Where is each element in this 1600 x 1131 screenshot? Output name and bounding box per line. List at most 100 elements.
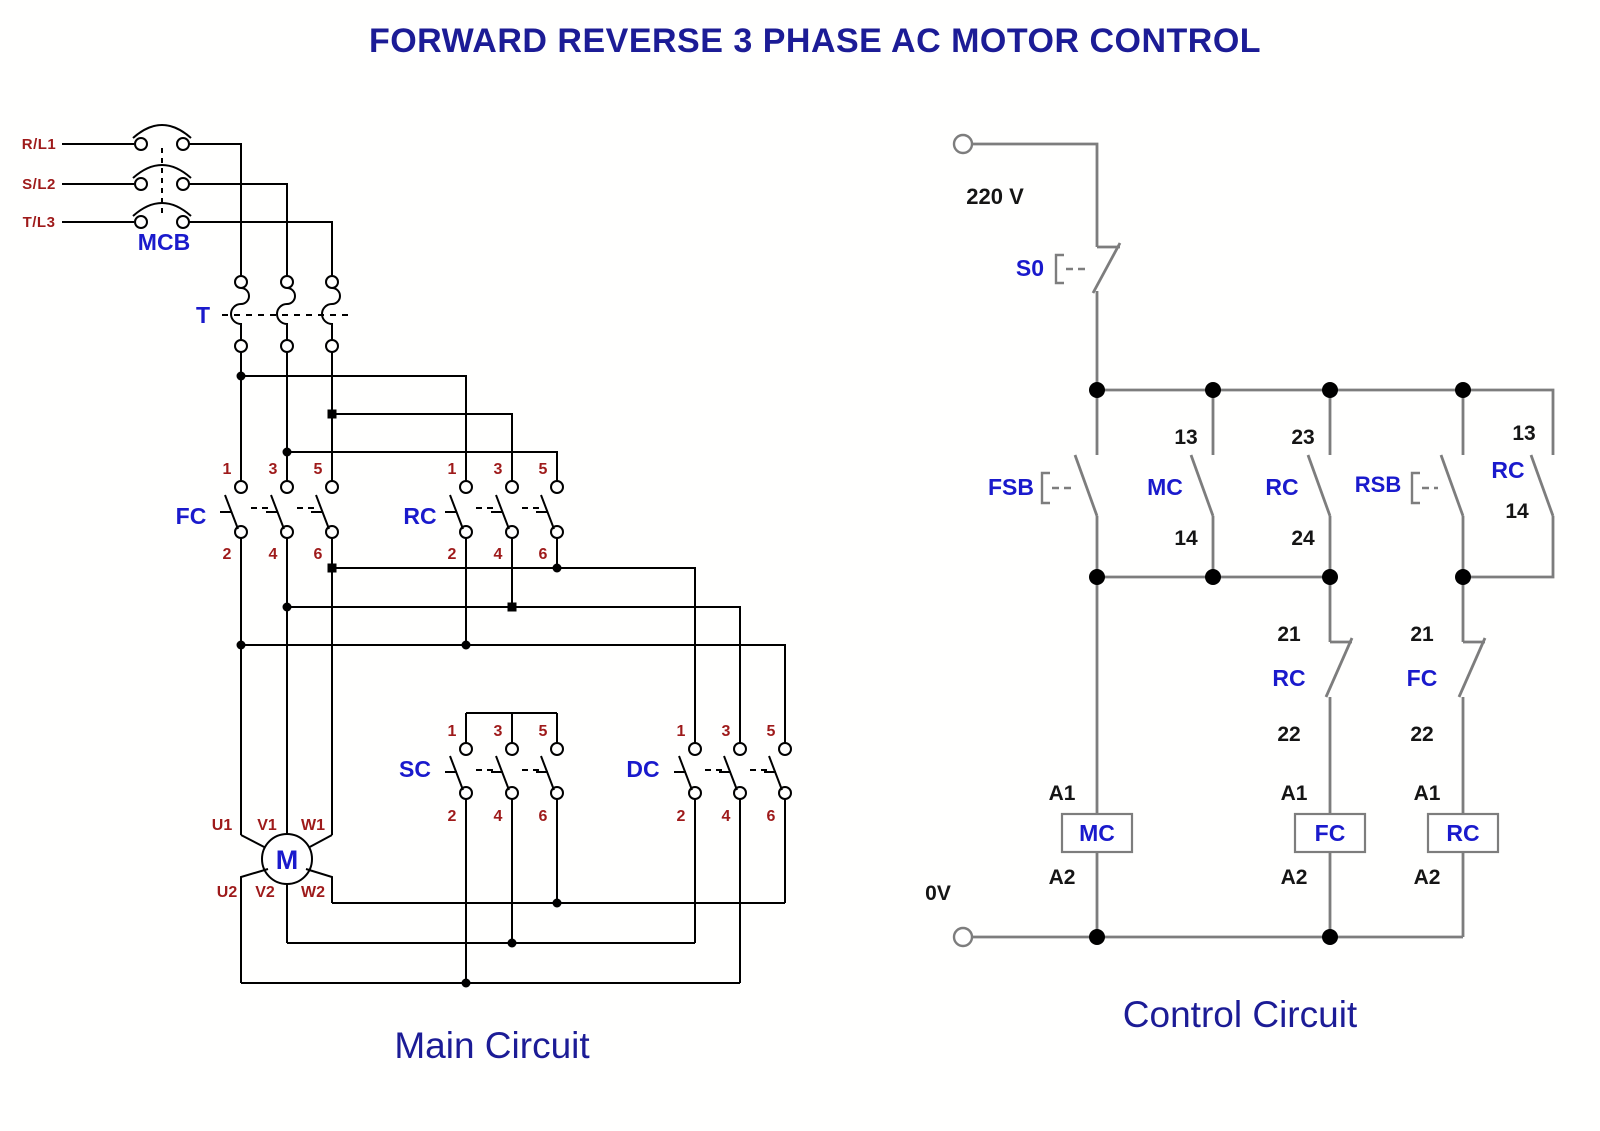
rc-nc-blade <box>1324 637 1354 698</box>
motor-term-w2: W2 <box>301 884 325 901</box>
fc-term-4: 4 <box>269 546 278 563</box>
fc-pole-1 <box>220 480 248 539</box>
bus-v1-dc3 <box>287 606 741 743</box>
mcb-pole-1 <box>132 124 242 276</box>
fc-coil-box <box>1293 812 1367 854</box>
zero-volt-terminal <box>952 926 974 948</box>
bus-w1-dc1 <box>332 567 696 743</box>
fc-term-6: 6 <box>314 546 323 563</box>
sc-term-1: 1 <box>448 723 457 740</box>
fc-term-1: 1 <box>223 461 232 478</box>
rc-contactor <box>445 480 564 539</box>
rc-no2-blade <box>1529 454 1555 517</box>
sc-output-drops <box>465 799 558 983</box>
sc-pole-1 <box>445 742 473 800</box>
supply-wire <box>972 142 1099 247</box>
branch-top-stubs <box>1211 390 1465 455</box>
fc-nc-blade <box>1457 637 1487 698</box>
dc-term-3: 3 <box>722 723 731 740</box>
rc-coil-box <box>1426 812 1500 854</box>
dc-output-drops <box>694 799 786 983</box>
motor-term-u2: U2 <box>217 884 238 901</box>
rc-output-drops <box>465 538 558 645</box>
fsb-operator-bracket <box>1040 471 1050 505</box>
rc-coil-a1: A1 <box>1414 782 1441 805</box>
rc-no2-contact <box>1463 454 1555 579</box>
overload-t <box>222 275 352 353</box>
rc-no-top-num: 23 <box>1291 426 1314 449</box>
fc-nc-label: FC <box>1407 665 1438 691</box>
rc-term-6: 6 <box>539 546 548 563</box>
mc-no-label: MC <box>1147 474 1183 500</box>
rc-nc-interlock <box>1324 577 1354 937</box>
rc-term-3: 3 <box>494 461 503 478</box>
control-circuit <box>952 133 1555 948</box>
motor-bottom-stubs <box>240 868 333 983</box>
bus-junction-dots <box>236 563 562 650</box>
fsb-forward-button <box>1040 390 1099 577</box>
fc-coil-label: FC <box>1315 820 1346 846</box>
mcb-breaker <box>132 124 333 276</box>
fc-contactor <box>220 480 339 539</box>
tap-L1-to-RC1 <box>241 375 467 481</box>
rc-no2-top-num: 13 <box>1512 422 1535 445</box>
control-circuit-labels: 220 V S0 FSB 13 MC 14 23 RC 24 RSB 13 RC… <box>925 184 1536 1035</box>
sc-term-6: 6 <box>539 808 548 825</box>
dc-pole-1 <box>674 742 702 800</box>
bus-u1-dc5 <box>241 644 786 743</box>
sc-term-4: 4 <box>494 808 503 825</box>
mc-no-top-num: 13 <box>1174 426 1197 449</box>
fc-coil-a2: A2 <box>1281 866 1308 889</box>
rc-term-2: 2 <box>448 546 457 563</box>
mcb-label: MCB <box>138 229 190 255</box>
motor-term-w1: W1 <box>301 817 325 834</box>
page-title: FORWARD REVERSE 3 PHASE AC MOTOR CONTROL <box>369 22 1261 60</box>
tap-junction-dots <box>236 371 337 457</box>
dc-label: DC <box>626 756 659 782</box>
phase-label-s-l2: S/L2 <box>22 176 56 193</box>
rsb-operator-bracket <box>1410 471 1420 505</box>
mcb-pole-2 <box>132 164 288 276</box>
mcb-pole-3 <box>132 202 333 276</box>
dc-contactor <box>674 742 792 800</box>
dc-term-1: 1 <box>677 723 686 740</box>
rc-term-5: 5 <box>539 461 548 478</box>
rc-coil-label: RC <box>1446 820 1479 846</box>
sc-term-5: 5 <box>539 723 548 740</box>
dc-pole-2 <box>719 742 747 800</box>
main-circuit-labels: R/L1 S/L2 T/L3 MCB T FC 1 3 5 2 4 6 RC 1… <box>22 136 776 1066</box>
control-top-rail <box>1097 388 1555 455</box>
fc-coil-a1: A1 <box>1281 782 1308 805</box>
t-label: T <box>196 302 210 328</box>
fc-label: FC <box>176 503 207 529</box>
rc-no-blade <box>1306 454 1332 517</box>
mc-coil-a2: A2 <box>1049 866 1076 889</box>
fc-term-2: 2 <box>223 546 232 563</box>
fc-pole-2 <box>266 480 294 539</box>
sc-term-2: 2 <box>448 808 457 825</box>
fc-term-3: 3 <box>269 461 278 478</box>
s0-blade <box>1091 242 1122 294</box>
rc-nc-top-num: 21 <box>1277 623 1301 646</box>
fc-term-5: 5 <box>314 461 323 478</box>
s0-label: S0 <box>1016 255 1044 281</box>
rc-pole-3 <box>536 480 564 539</box>
main-circuit <box>62 124 792 988</box>
motor-term-u1: U1 <box>212 817 233 834</box>
motor <box>240 833 333 983</box>
rsb-blade <box>1439 454 1465 517</box>
phase-label-r-l1: R/L1 <box>22 136 57 153</box>
mc-no-contact <box>1189 454 1215 577</box>
fsb-blade <box>1073 454 1099 517</box>
control-junction-dots <box>1089 382 1471 945</box>
rc-term-4: 4 <box>494 546 503 563</box>
rc-coil-a2: A2 <box>1414 866 1441 889</box>
tap-L2-to-RC5 <box>287 451 558 481</box>
rc-pole-2 <box>491 480 519 539</box>
rc-no-label: RC <box>1265 474 1298 500</box>
sc-pole-3 <box>536 742 564 800</box>
zero-volt-label: 0V <box>925 882 951 905</box>
control-circuit-title: Control Circuit <box>1123 994 1358 1035</box>
